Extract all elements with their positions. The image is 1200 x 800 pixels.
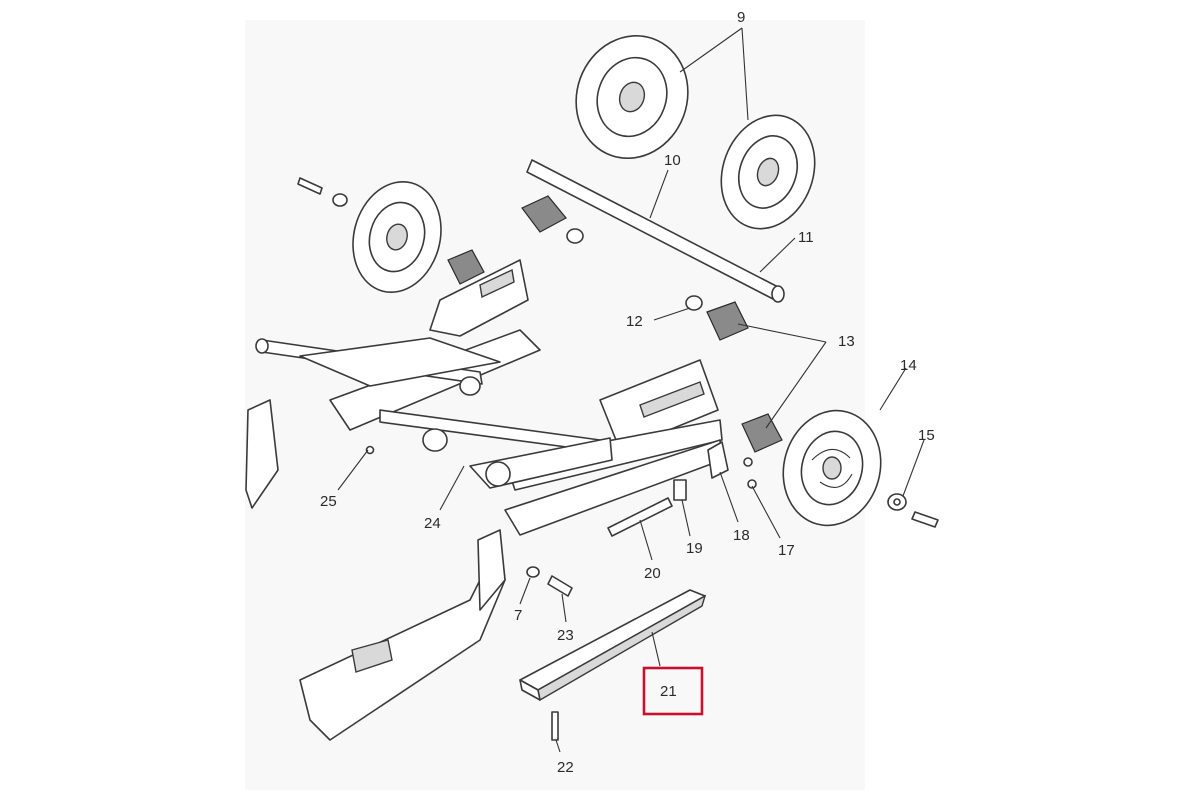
callout-9: 9 (737, 9, 745, 26)
spacer-19 (673, 479, 687, 501)
idler-wheel-14 (782, 409, 882, 527)
callout-23: 23 (557, 627, 574, 644)
callout-15: 15 (918, 427, 935, 444)
callout-14: 14 (900, 357, 917, 374)
highlight-box-part-21 (642, 666, 704, 716)
callout-10: 10 (664, 152, 681, 169)
callout-21: 21 (660, 683, 677, 700)
idler-wheel-top-left (575, 34, 689, 160)
washer-7 (526, 566, 540, 578)
idler-wheel-top-right (720, 114, 816, 230)
pin-20 (607, 497, 673, 537)
callout-19: 19 (686, 540, 703, 557)
callout-25: 25 (320, 493, 337, 510)
bolt-15 (911, 511, 939, 528)
callout-7: 7 (514, 607, 522, 624)
callout-24: 24 (424, 515, 441, 532)
bolt-23 (547, 575, 573, 597)
axle-shaft (526, 159, 785, 303)
callout-18: 18 (733, 527, 750, 544)
callout-11: 11 (798, 229, 814, 246)
rail-lower (299, 529, 506, 741)
bolt-17 (743, 457, 757, 489)
callout-13: 13 (838, 333, 855, 350)
bracket-18 (707, 441, 729, 479)
nut-25 (365, 445, 375, 455)
bushing-right-13 (685, 295, 749, 341)
bushing-lower-13 (741, 413, 783, 453)
callout-20: 20 (644, 565, 661, 582)
bushing-left (447, 249, 485, 285)
callout-17: 17 (778, 542, 795, 559)
leader-lines (337, 27, 925, 753)
callout-labels: 9 10 11 12 13 14 15 17 18 19 20 21 22 23… (320, 9, 935, 776)
callout-12: 12 (626, 313, 643, 330)
screw-22 (551, 711, 559, 741)
washer-15 (887, 493, 907, 511)
idler-wheel-left (352, 180, 442, 294)
cross-arm-24 (255, 337, 613, 489)
hyfax-slide-21 (519, 589, 707, 702)
rail-left-partial (245, 399, 279, 509)
bolt-left-top (297, 177, 348, 207)
callout-22: 22 (557, 759, 574, 776)
bushing-upper (521, 195, 584, 244)
